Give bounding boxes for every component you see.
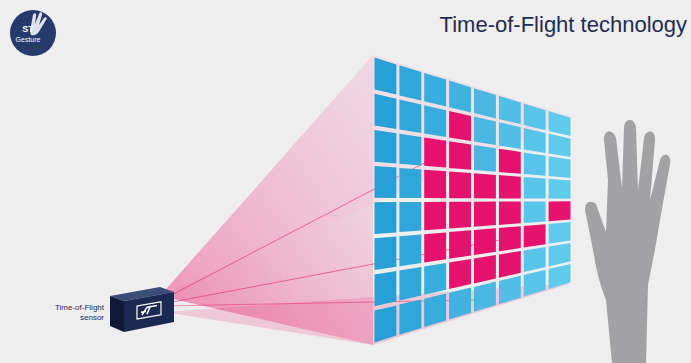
zone-cell — [424, 105, 446, 137]
zone-cell — [375, 271, 397, 306]
zone-cell — [399, 168, 421, 198]
hit-zone — [449, 230, 471, 258]
zone-cell — [524, 270, 546, 297]
hit-zone — [499, 226, 521, 251]
zone-cell — [474, 88, 496, 118]
zone-cell — [524, 128, 546, 153]
zone-cell — [375, 202, 397, 234]
zone-cell — [399, 267, 421, 301]
zone-cell — [524, 247, 546, 272]
zone-cell — [524, 153, 546, 176]
hit-zone — [474, 173, 496, 198]
sensor-side — [110, 296, 124, 332]
zone-cell — [549, 134, 571, 157]
st-logo-mark — [137, 302, 161, 319]
zone-grid — [375, 58, 571, 343]
hit-zone — [549, 201, 571, 221]
sensor-front — [124, 292, 174, 332]
zone-cell — [549, 243, 571, 266]
zone-cell — [549, 111, 571, 136]
zone-cell — [499, 122, 521, 149]
hit-zone — [474, 255, 496, 283]
zone-cell — [375, 94, 397, 129]
hit-zone — [499, 149, 521, 174]
hand-silhouette — [585, 120, 670, 363]
zone-cell — [499, 96, 521, 125]
logo-text: Gesture — [8, 36, 48, 44]
hit-zone — [449, 111, 471, 141]
zone-cell — [375, 58, 397, 95]
hit-zone — [499, 202, 521, 225]
zone-cell — [524, 103, 546, 130]
zone-cell — [375, 237, 397, 271]
zone-cell — [524, 177, 546, 199]
hit-zone — [424, 170, 446, 199]
zone-cell — [399, 100, 421, 134]
zone-cell — [375, 305, 397, 342]
hit-zone — [449, 202, 471, 229]
zone-cell — [549, 264, 571, 289]
hit-zone — [449, 259, 471, 289]
zone-cell — [474, 145, 496, 172]
zone-cell — [549, 179, 571, 199]
hit-zone — [424, 202, 446, 231]
title: Time-of-Flight technology — [440, 12, 687, 38]
logo-circle — [10, 10, 56, 56]
hit-zone — [499, 251, 521, 278]
zone-cell — [424, 73, 446, 107]
sensor-label: Time-of-Flight sensor — [40, 303, 104, 323]
logo-text: ST — [14, 24, 42, 34]
zone-cell — [449, 81, 471, 113]
zone-cell — [399, 234, 421, 266]
zone-cell — [375, 166, 397, 198]
zone-cell — [474, 117, 496, 145]
zone-cell — [499, 276, 521, 305]
hit-zone — [449, 141, 471, 170]
zone-cell — [399, 65, 421, 100]
zone-cell — [549, 222, 571, 244]
zone-cell — [424, 263, 446, 295]
hit-zone — [449, 172, 471, 199]
hit-zone — [499, 175, 521, 198]
zone-cell — [399, 134, 421, 166]
zone-cell — [524, 201, 546, 223]
hit-zone — [474, 228, 496, 255]
zone-cell — [375, 130, 397, 164]
zone-cell — [399, 202, 421, 232]
hit-zone — [474, 202, 496, 227]
zone-cell — [399, 299, 421, 334]
light-beam — [160, 55, 572, 296]
zone-cell — [449, 288, 471, 320]
zone-cell — [474, 282, 496, 312]
hit-zone — [424, 137, 446, 167]
zone-cell — [424, 294, 446, 328]
hit-zone — [424, 232, 446, 262]
hit-zone — [524, 224, 546, 247]
zone-cell — [549, 156, 571, 178]
